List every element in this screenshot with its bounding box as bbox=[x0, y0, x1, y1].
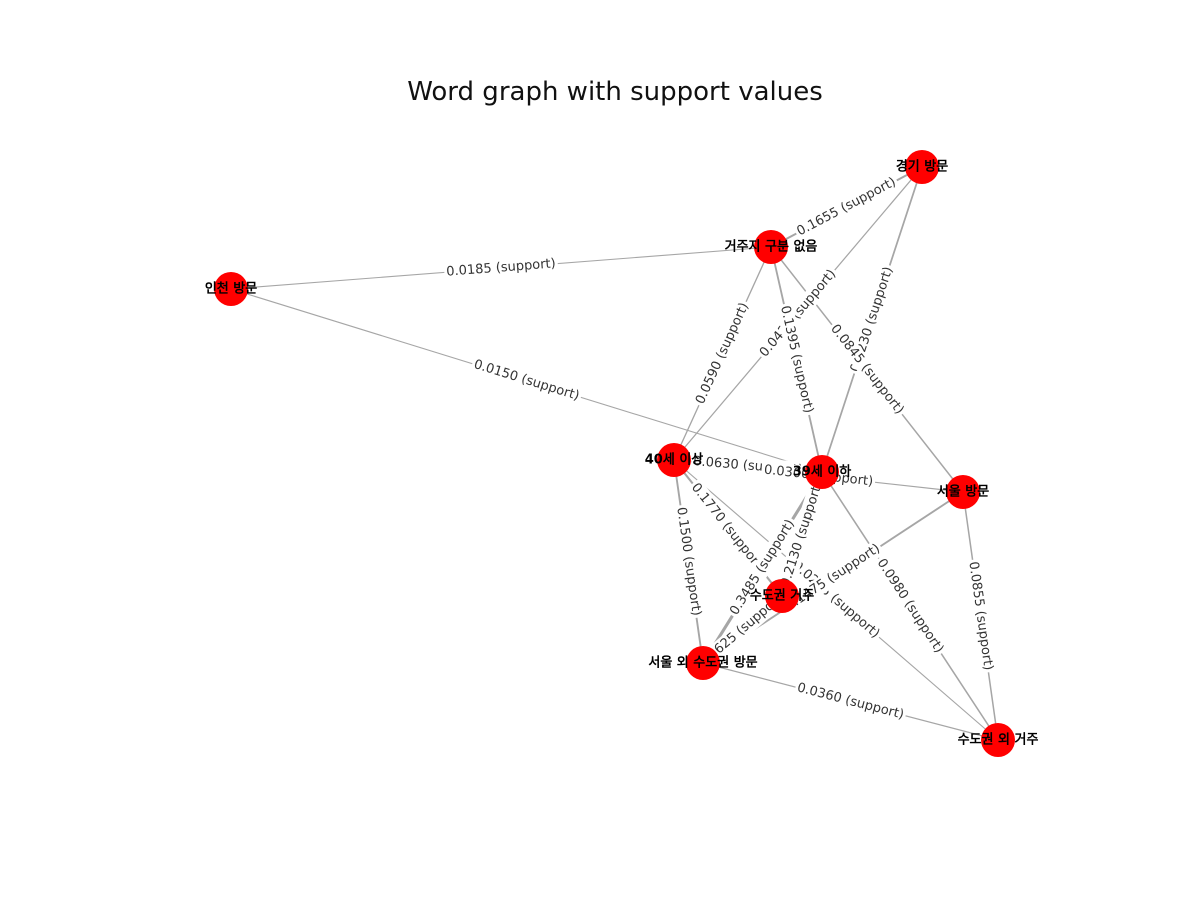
node-metro_res bbox=[765, 579, 799, 613]
edge-label-background bbox=[686, 478, 771, 578]
node-label-seoul: 서울 방문 bbox=[937, 484, 989, 500]
node-label-age40: 40세 이상 bbox=[645, 452, 704, 468]
edge-label: 0.0360 (support) bbox=[796, 680, 906, 722]
node-nonmetro_res bbox=[981, 723, 1015, 757]
edge-label-background bbox=[443, 255, 559, 281]
edge-label-background bbox=[754, 264, 842, 363]
edge-label-background bbox=[825, 319, 909, 420]
edge-label: 0.1500 (support) bbox=[673, 506, 703, 617]
node-age40 bbox=[657, 443, 691, 477]
node-label-residence_none: 거주지 구분 없음 bbox=[725, 239, 818, 255]
edge-label: 0.0590 (support) bbox=[693, 300, 752, 406]
edge-label: 0.0855 (support) bbox=[965, 561, 995, 672]
node-label-incheon: 인천 방문 bbox=[205, 281, 257, 297]
edge-label-group-seoul-nonmetro_res: 0.0855 (support) bbox=[964, 558, 997, 674]
edge-label: 0.0980 (support) bbox=[874, 556, 947, 656]
node-label-nonmetro_res: 수도권 외 거주 bbox=[958, 732, 1039, 748]
edge-label-background bbox=[964, 558, 997, 674]
node-label-metro_visit: 서울 외 수도권 방문 bbox=[648, 655, 757, 671]
node-residence_none bbox=[754, 230, 788, 264]
edge-label-group-incheon-residence_none: 0.0185 (support) bbox=[443, 255, 559, 281]
node-metro_visit bbox=[686, 646, 720, 680]
edge-label-group-incheon-age39: 0.0150 (support) bbox=[469, 355, 584, 406]
node-incheon bbox=[214, 272, 248, 306]
node-label-age39: 39세 이하 bbox=[793, 464, 852, 480]
edge-label-group-age39-nonmetro_res: 0.0980 (support) bbox=[871, 553, 949, 659]
node-label-metro_res: 수도권 거주 bbox=[750, 589, 814, 604]
edge-label-background bbox=[672, 504, 705, 620]
edge-label-background bbox=[780, 539, 886, 616]
edge-label-background bbox=[776, 477, 828, 591]
edges-layer bbox=[230, 166, 999, 741]
edge-label-background bbox=[775, 302, 818, 417]
edge-label-background bbox=[691, 298, 754, 409]
edge-label-group-residence_none-age40: 0.0590 (support) bbox=[691, 298, 754, 409]
edge-label-group-residence_none-gyeonggi: 0.1655 (support) bbox=[792, 172, 901, 242]
node-seoul bbox=[946, 475, 980, 509]
node-gyeonggi bbox=[905, 150, 939, 184]
edge-label-background bbox=[787, 556, 885, 644]
node-age39 bbox=[805, 455, 839, 489]
edge-labels-layer: 0.1655 (support) 0.0185 (support) 0.0150 (… bbox=[443, 172, 997, 725]
graph-title: Word graph with support values bbox=[407, 77, 823, 107]
edge-label-background bbox=[793, 678, 908, 725]
edge-label: 0.1770 (support) bbox=[688, 480, 768, 575]
edge-label: 0.1655 (support) bbox=[795, 175, 899, 240]
edge-label-background bbox=[693, 586, 792, 673]
edge-label-background bbox=[871, 553, 949, 659]
edge-label: 0.0150 (support) bbox=[472, 357, 581, 404]
edge-label-group-metro_visit-nonmetro_res: 0.0360 (support) bbox=[793, 678, 908, 725]
edge-label-group-age40-metro_visit: 0.1500 (support) bbox=[672, 504, 705, 620]
edge-label-background bbox=[725, 514, 800, 621]
nodes-layer bbox=[214, 150, 1015, 757]
edge-label-background bbox=[469, 355, 584, 406]
edge-label-background bbox=[792, 172, 901, 242]
node-label-gyeonggi: 경기 방문 bbox=[896, 159, 948, 175]
